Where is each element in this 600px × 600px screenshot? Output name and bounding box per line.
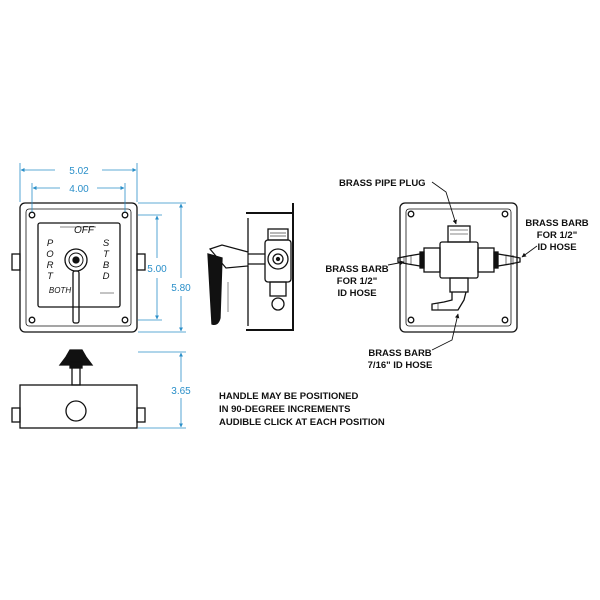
mount-hole [121,211,129,219]
callout-barb-right-line-2: FOR 1/2" [537,230,577,241]
note-line-3: AUDIBLE CLICK AT EACH POSITION [219,417,385,428]
face-label-stbd-3: D [103,271,110,282]
dim-overall-height: 5.80 [171,283,191,294]
face-label-port-2: R [47,260,54,271]
note-line-2: IN 90-DEGREE INCREMENTS [219,404,350,415]
front-view [11,202,146,333]
mount-hole [121,316,129,324]
callout-leaders [387,181,538,351]
dim-overall-width: 5.02 [69,166,89,177]
manifold-body [439,241,479,279]
side-port [267,248,289,270]
face-label-port-1: O [46,249,54,260]
callout-pipe-plug: BRASS PIPE PLUG [339,178,426,189]
bottom-barb [271,297,285,311]
dim-hole-spacing: 4.00 [69,184,89,195]
mount-hole [501,210,509,218]
side-port-right [136,253,146,271]
side-port-right [136,407,146,423]
dimension-lines [19,163,186,429]
right-barb [497,253,521,267]
callout-barb-right-line-1: BRASS BARB [525,218,588,229]
dim-depth: 3.65 [171,386,191,397]
face-label-port-0: P [47,238,54,249]
note-line-1: HANDLE MAY BE POSITIONED [219,391,358,402]
rear-plate [399,202,518,333]
dim-hole-height: 5.00 [147,264,167,275]
face-label-port-3: T [47,271,54,282]
bottom-fitting [269,281,287,297]
mount-hole [407,316,415,324]
face-label-stbd-1: T [103,249,110,260]
selector-handle [72,270,80,324]
left-port [423,247,441,273]
face-label-stbd-0: S [103,238,110,249]
center-port [65,400,87,422]
face-label-both: BOTH [49,286,71,295]
side-view [207,203,294,331]
mount-hole [28,211,36,219]
mount-hole [501,316,509,324]
housing [19,384,138,429]
callout-barb-bottom-line-2: 7/16" ID HOSE [368,360,433,371]
mount-hole [28,316,36,324]
callout-barb-bottom-line-1: BRASS BARB [368,348,431,359]
bottom-port [449,277,469,293]
callout-barb-right-line-3: ID HOSE [537,242,576,253]
bottom-view [11,349,146,429]
face-label-off: OFF [74,225,95,236]
lever-grip [207,253,223,326]
knob-profile [58,349,94,366]
lever-handle [208,244,249,269]
left-barb [397,253,421,267]
rear-view [397,202,521,333]
side-port-left [11,407,21,423]
callout-barb-left-line-1: BRASS BARB [325,264,388,275]
callout-barb-left-line-2: FOR 1/2" [337,276,377,287]
pipe-plug [447,225,471,243]
side-port-left [11,253,21,271]
bottom-barb [431,291,467,311]
top-fitting [267,228,289,241]
right-port [477,247,495,273]
face-label-stbd-2: B [103,260,110,271]
mount-hole [407,210,415,218]
callout-barb-left-line-3: ID HOSE [337,288,376,299]
